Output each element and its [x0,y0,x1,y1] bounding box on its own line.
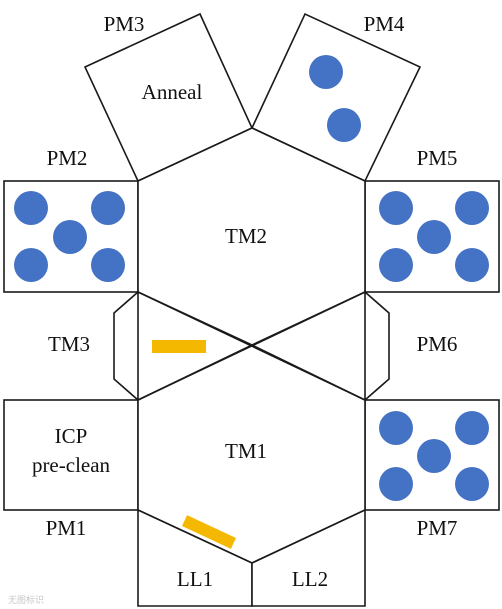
ll1-label: LL1 [177,567,213,591]
tm1-label: TM1 [225,439,267,463]
wafer-icon [379,248,413,282]
pm4-label: PM4 [364,12,405,36]
pm3-content: Anneal [142,80,203,104]
pm7-label: PM7 [417,516,458,540]
tm2-label: TM2 [225,224,267,248]
pm5-wafers [379,191,489,282]
pm7-wafers [379,411,489,501]
wafer-icon [455,411,489,445]
wafer-icon [455,191,489,225]
transfer-diagonal-right [137,291,366,401]
ll2-label: LL2 [292,567,328,591]
ll2-chamber [251,508,366,607]
pm5-label: PM5 [417,146,458,170]
pm1-label: PM1 [46,516,87,540]
pm6-chamber [364,290,390,402]
pm3-label: PM3 [104,12,145,36]
pm1-content-line2: pre-clean [32,453,111,477]
wafer-icon [91,248,125,282]
pm2-label: PM2 [47,146,88,170]
watermark: 无图标识 [8,594,44,606]
wafer-icon [455,248,489,282]
wafer-icon [14,248,48,282]
wafer-icon [455,467,489,501]
pm4-wafers [309,55,361,142]
pm1-content-line1: ICP [55,424,88,448]
tm1-transfer-marker [181,515,237,549]
pm6-label: PM6 [417,332,458,356]
wafer-icon [91,191,125,225]
wafer-icon [14,191,48,225]
wafer-icon [417,439,451,473]
tm3-chamber [113,290,139,402]
wafer-icon [309,55,343,89]
wafer-icon [417,220,451,254]
wafer-icon [379,467,413,501]
wafer-icon [379,191,413,225]
wafer-icon [327,108,361,142]
pm2-wafers [14,191,125,282]
wafer-icon [379,411,413,445]
wafer-icon [53,220,87,254]
tm3-label: TM3 [48,332,90,356]
tm3-transfer-marker [152,340,206,353]
